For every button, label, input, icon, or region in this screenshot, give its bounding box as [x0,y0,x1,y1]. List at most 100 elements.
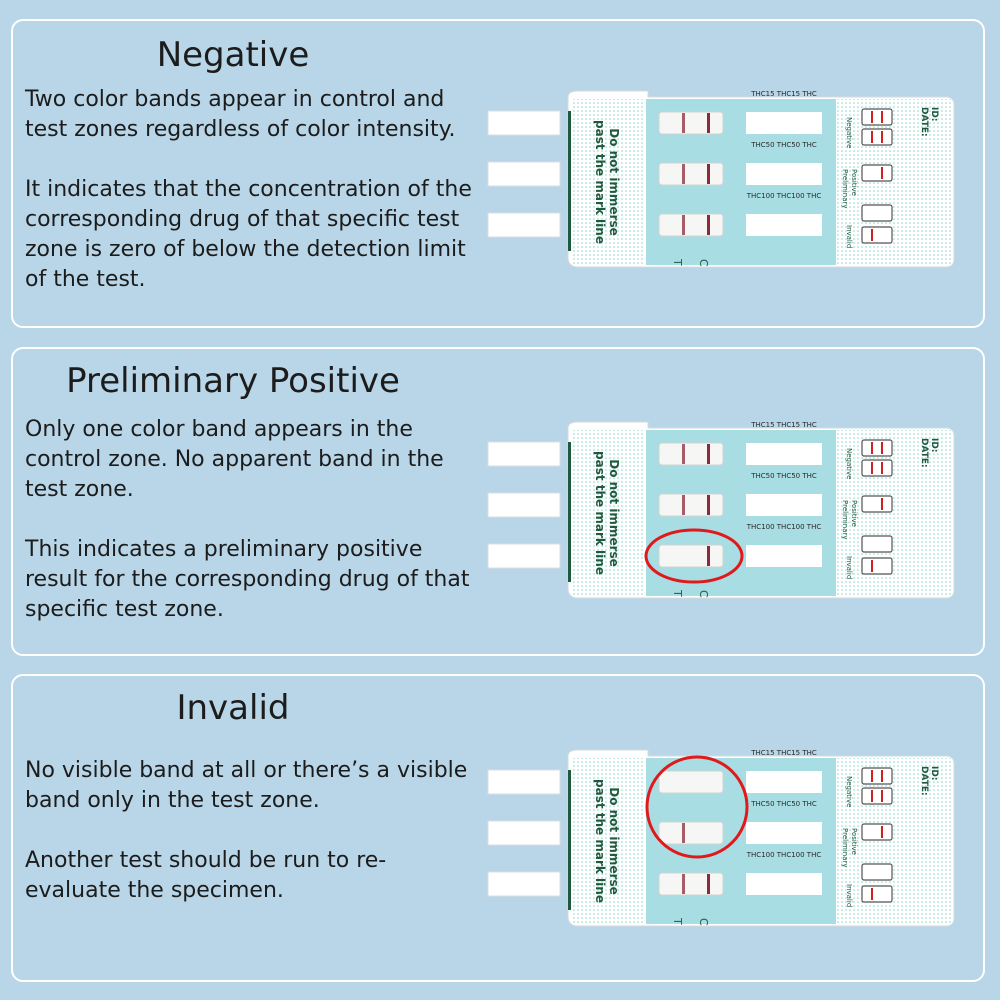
legend-window [861,535,893,553]
drug-label-box [746,494,822,516]
legend-line: Negative [845,776,853,807]
strip-tab [487,769,561,795]
legend-test-band [871,131,873,143]
drug-label-box [746,545,822,567]
legend-window [861,226,893,244]
result-window [658,162,724,186]
dotted-zone-left [571,99,645,265]
paragraph-2: Another test should be run to re-evaluat… [25,848,387,903]
legend-window [861,459,893,477]
panel-title: Preliminary Positive [66,361,400,401]
paragraph-1: No visible band at all or there’s a visi… [25,758,468,813]
dotted-zone-left [571,430,645,596]
date-label: DATE: [919,107,929,137]
legend-window [861,204,893,222]
legend-window [861,787,893,805]
id-label: ID: [929,438,939,452]
id-date: ID:DATE: [919,438,939,468]
result-window [658,821,724,845]
legend-line: Preliminary [841,828,849,868]
paragraph-2: It indicates that the concentration of t… [25,177,472,292]
drug-label-box [746,214,822,236]
drug-label: THC100 THC100 THC [746,851,822,859]
instruction-line-1: Do not immerse [607,787,621,895]
id-date: ID:DATE: [919,107,939,137]
result-window [658,442,724,466]
legend-line: Negative [845,448,853,479]
drug-label: THC50 THC50 THC [750,141,817,149]
legend-test-band [871,111,873,123]
test-band [682,164,685,184]
panel-preliminary-positive: Preliminary Positive Only one color band… [11,347,985,656]
panel-negative: Negative Two color bands appear in contr… [11,19,985,328]
instruction-line-2: past the mark line [593,120,607,244]
letter-t-bottom: T [671,258,684,266]
legend-label: Negative [845,448,853,479]
legend-window [861,108,893,126]
result-window [658,111,724,135]
legend-line: Invalid [845,884,853,907]
panel-description: No visible band at all or there’s a visi… [25,756,475,906]
drug-label-box [746,443,822,465]
paragraph-1: Two color bands appear in control and te… [25,87,456,142]
drug-label: THC15 THC15 THC [750,749,817,757]
control-band [707,215,710,235]
result-window [658,770,724,794]
instruction-line-2: past the mark line [593,451,607,575]
drug-label: THC100 THC100 THC [746,192,822,200]
test-band [682,874,685,894]
test-band [682,444,685,464]
strip-tab [487,212,561,238]
strip-tab [487,110,561,136]
drug-label-box [746,771,822,793]
legend-label: Negative [845,117,853,148]
dotted-zone-left [571,758,645,924]
dotted-zone-right [836,99,952,265]
dotted-zone-right [836,430,952,596]
control-band [707,113,710,133]
edge-mark [568,442,571,582]
strip-tab [487,492,561,518]
drug-label-text: THC50 THC50 THC [750,472,817,480]
id-label: ID: [929,107,939,121]
strip-tab [487,820,561,846]
legend-window [861,439,893,457]
legend-line: Preliminary [841,500,849,540]
paragraph-1: Only one color band appears in the contr… [25,417,444,502]
letter-t-bottom: T [671,917,684,925]
legend-test-band [871,770,873,782]
control-band [707,874,710,894]
drug-label-text: THC50 THC50 THC [750,141,817,149]
drug-label: THC50 THC50 THC [750,800,817,808]
test-band [682,823,685,843]
letter-c-bottom: C [697,590,710,598]
legend-window [861,885,893,903]
legend-control-band [881,826,883,838]
panel-description: Two color bands appear in control and te… [25,85,475,295]
legend-test-band [871,560,873,572]
test-band [682,495,685,515]
letter-t-bottom: T [671,589,684,597]
result-window [658,872,724,896]
dotted-zone-right [836,758,952,924]
legend-window [861,128,893,146]
legend-label: Negative [845,776,853,807]
id-label: ID: [929,766,939,780]
legend-window [861,495,893,513]
drug-label-text: THC15 THC15 THC [750,421,817,429]
legend-label: Invalid [845,556,853,579]
result-window [658,544,724,568]
letter-c-bottom: C [697,918,710,926]
legend-control-band [881,498,883,510]
legend-label: Invalid [845,225,853,248]
legend-control-band [881,770,883,782]
id-date: ID:DATE: [919,766,939,796]
control-band [707,546,710,566]
legend-line: Positive [850,500,858,527]
